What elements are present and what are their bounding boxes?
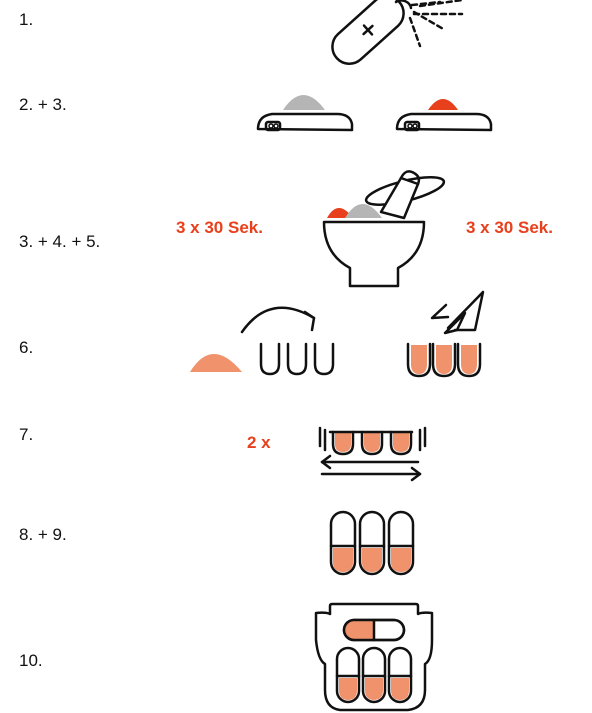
open-capsule-icon [331,0,464,65]
fill-capsules-icon [190,306,335,376]
step-label-8-9: 8. + 9. [19,525,67,544]
weigh-tray-red-icon [395,99,493,132]
step-label-6: 6. [19,338,34,357]
closed-capsules-icon [329,510,415,576]
capsule-container-icon [314,602,434,712]
mortar-pestle-icon [322,170,446,288]
step-label-2-3: 2. + 3. [19,95,67,114]
shake-repeat-count: 2 x [247,433,271,452]
grind-duration-left: 3 x 30 Sek. [176,218,263,237]
step-label-1: 1. [19,10,34,29]
step-label-3-4-5: 3. + 4. + 5. [19,232,101,251]
weigh-tray-gray-icon [256,95,354,132]
step-label-10: 10. [19,651,43,670]
grind-duration-right: 3 x 30 Sek. [466,218,553,237]
shake-capsules-icon [318,426,427,482]
filled-capsules-icon [406,290,485,378]
step-label-7: 7. [19,425,34,444]
